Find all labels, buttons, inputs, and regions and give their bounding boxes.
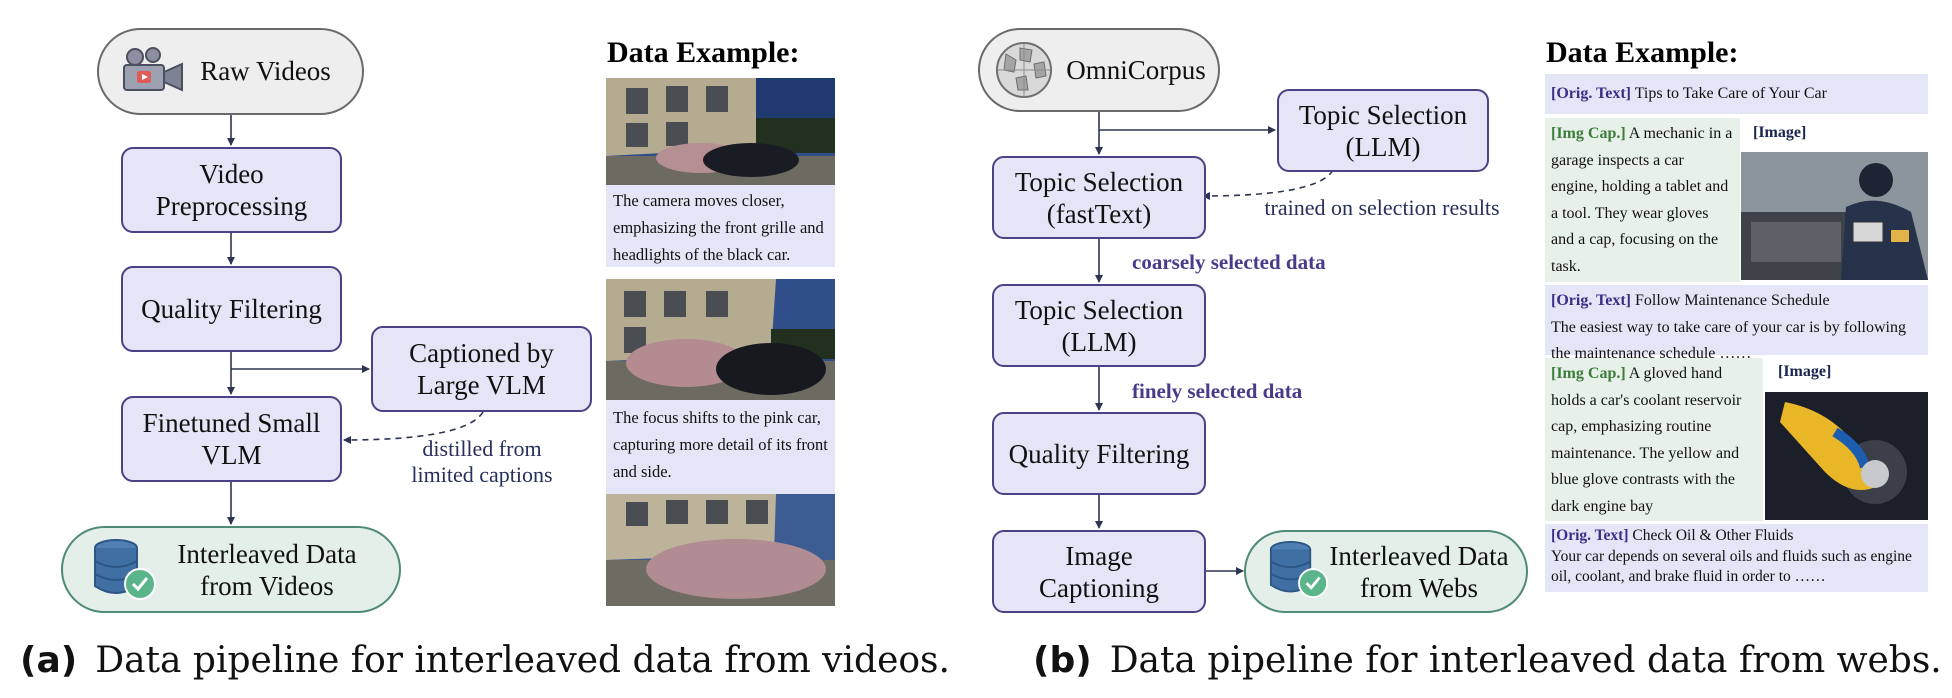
image-tag-2: [Image]	[1778, 363, 1832, 380]
video-frame-1	[606, 78, 835, 185]
subcaption-b: (b) Data pipeline for interleaved data fr…	[1033, 640, 1942, 681]
orig-tag: [Orig. Text]	[1551, 85, 1631, 102]
distilled-note: distilled from limited captions	[411, 436, 553, 487]
subcaption-a-label: (a)	[20, 640, 78, 681]
example-title-a: Data Example:	[607, 36, 800, 69]
example-title-b: Data Example:	[1546, 36, 1739, 69]
topic-fasttext-label: Topic Selection (fastText)	[1014, 166, 1184, 229]
video-preprocessing-label: Video Preprocessing	[155, 159, 308, 221]
quality-filtering-node-a: Quality Filtering	[121, 266, 342, 352]
fine-selected-label: finely selected data	[1132, 379, 1303, 403]
img-cap-row-2: [Img Cap.] A gloved hand holds a car's c…	[1545, 358, 1763, 521]
coolant-photo	[1765, 392, 1928, 520]
orig-tag: [Orig. Text]	[1551, 527, 1629, 544]
quality-filtering-label-a: Quality Filtering	[141, 294, 322, 324]
raw-videos-label: Raw Videos	[200, 56, 331, 86]
database-check-icon	[94, 539, 156, 600]
orig-text-row-2: [Orig. Text] Follow Maintenance Schedule…	[1545, 285, 1928, 362]
image-captioning-label: Image Captioning	[1039, 540, 1159, 603]
video-frame-3	[606, 494, 835, 606]
orig-text-row-3: [Orig. Text] Check Oil & Other Fluids Yo…	[1545, 524, 1928, 592]
interleaved-webs-label: Interleaved Data from Webs	[1329, 540, 1509, 603]
captioned-large-vlm-node: Captioned by Large VLM	[371, 326, 592, 412]
mechanic-photo	[1741, 152, 1928, 280]
database-check-icon	[1269, 540, 1329, 599]
subcaption-a: (a) Data pipeline for interleaved data fr…	[20, 640, 950, 681]
img-cap-tag: [Img Cap.]	[1551, 125, 1626, 142]
finetuned-small-vlm-node: Finetuned Small VLM	[121, 396, 342, 482]
video-preprocessing-node: Video Preprocessing	[121, 147, 342, 233]
img-cap-tag: [Img Cap.]	[1551, 365, 1626, 382]
orig-tag: [Orig. Text]	[1551, 292, 1631, 309]
omnicorpus-label: OmniCorpus	[1066, 54, 1206, 85]
orig-text-3-body: Your car depends on several oils and flu…	[1551, 547, 1912, 586]
orig-text-row-1: [Orig. Text] Tips to Take Care of Your C…	[1545, 74, 1928, 114]
image-captioning-node: Image Captioning	[992, 530, 1206, 613]
interleaved-videos-label: Interleaved Data from Videos	[177, 538, 357, 601]
video-caption-1: The camera moves closer, emphasizing the…	[606, 185, 835, 267]
topic-llm-right-node: Topic Selection (LLM)	[1277, 89, 1489, 172]
orig-text-2-body: The easiest way to take care of your car…	[1551, 318, 1906, 363]
subcaption-b-label: (b)	[1033, 640, 1092, 681]
img-cap-row-1: [Img Cap.] A mechanic in a garage inspec…	[1545, 118, 1740, 282]
topic-fasttext-node: Topic Selection (fastText)	[992, 156, 1206, 239]
dashed-distill-arrow	[343, 411, 484, 444]
video-caption-2: The focus shifts to the pink car, captur…	[606, 400, 835, 494]
img-cap-text-1: A mechanic in a garage inspects a car en…	[1551, 125, 1733, 275]
subcaption-b-text: Data pipeline for interleaved data from …	[1109, 640, 1942, 681]
wikipedia-globe-icon	[996, 42, 1052, 98]
quality-filtering-label-b: Quality Filtering	[1008, 438, 1190, 469]
topic-llm-mid-node: Topic Selection (LLM)	[992, 284, 1206, 367]
orig-text-1: Tips to Take Care of Your Car	[1634, 85, 1827, 102]
coarse-selected-label: coarsely selected data	[1132, 250, 1326, 274]
image-tag-1: [Image]	[1753, 124, 1807, 141]
topic-llm-right-label: Topic Selection (LLM)	[1298, 99, 1468, 162]
quality-filtering-node-b: Quality Filtering	[992, 412, 1206, 495]
finetuned-small-vlm-label: Finetuned Small VLM	[142, 408, 321, 470]
orig-text-3-title: Check Oil & Other Fluids	[1632, 527, 1794, 544]
topic-llm-mid-label: Topic Selection (LLM)	[1014, 294, 1184, 357]
camera-icon	[123, 47, 183, 92]
img-cap-text-2: A gloved hand holds a car's coolant rese…	[1551, 365, 1742, 515]
dashed-trained-arrow	[1202, 169, 1334, 200]
video-frame-2	[606, 279, 835, 400]
subcaption-a-text: Data pipeline for interleaved data from …	[95, 640, 950, 681]
captioned-large-vlm-label: Captioned by Large VLM	[409, 338, 554, 400]
orig-text-2-title: Follow Maintenance Schedule	[1635, 292, 1830, 309]
trained-note: trained on selection results	[1264, 195, 1500, 220]
